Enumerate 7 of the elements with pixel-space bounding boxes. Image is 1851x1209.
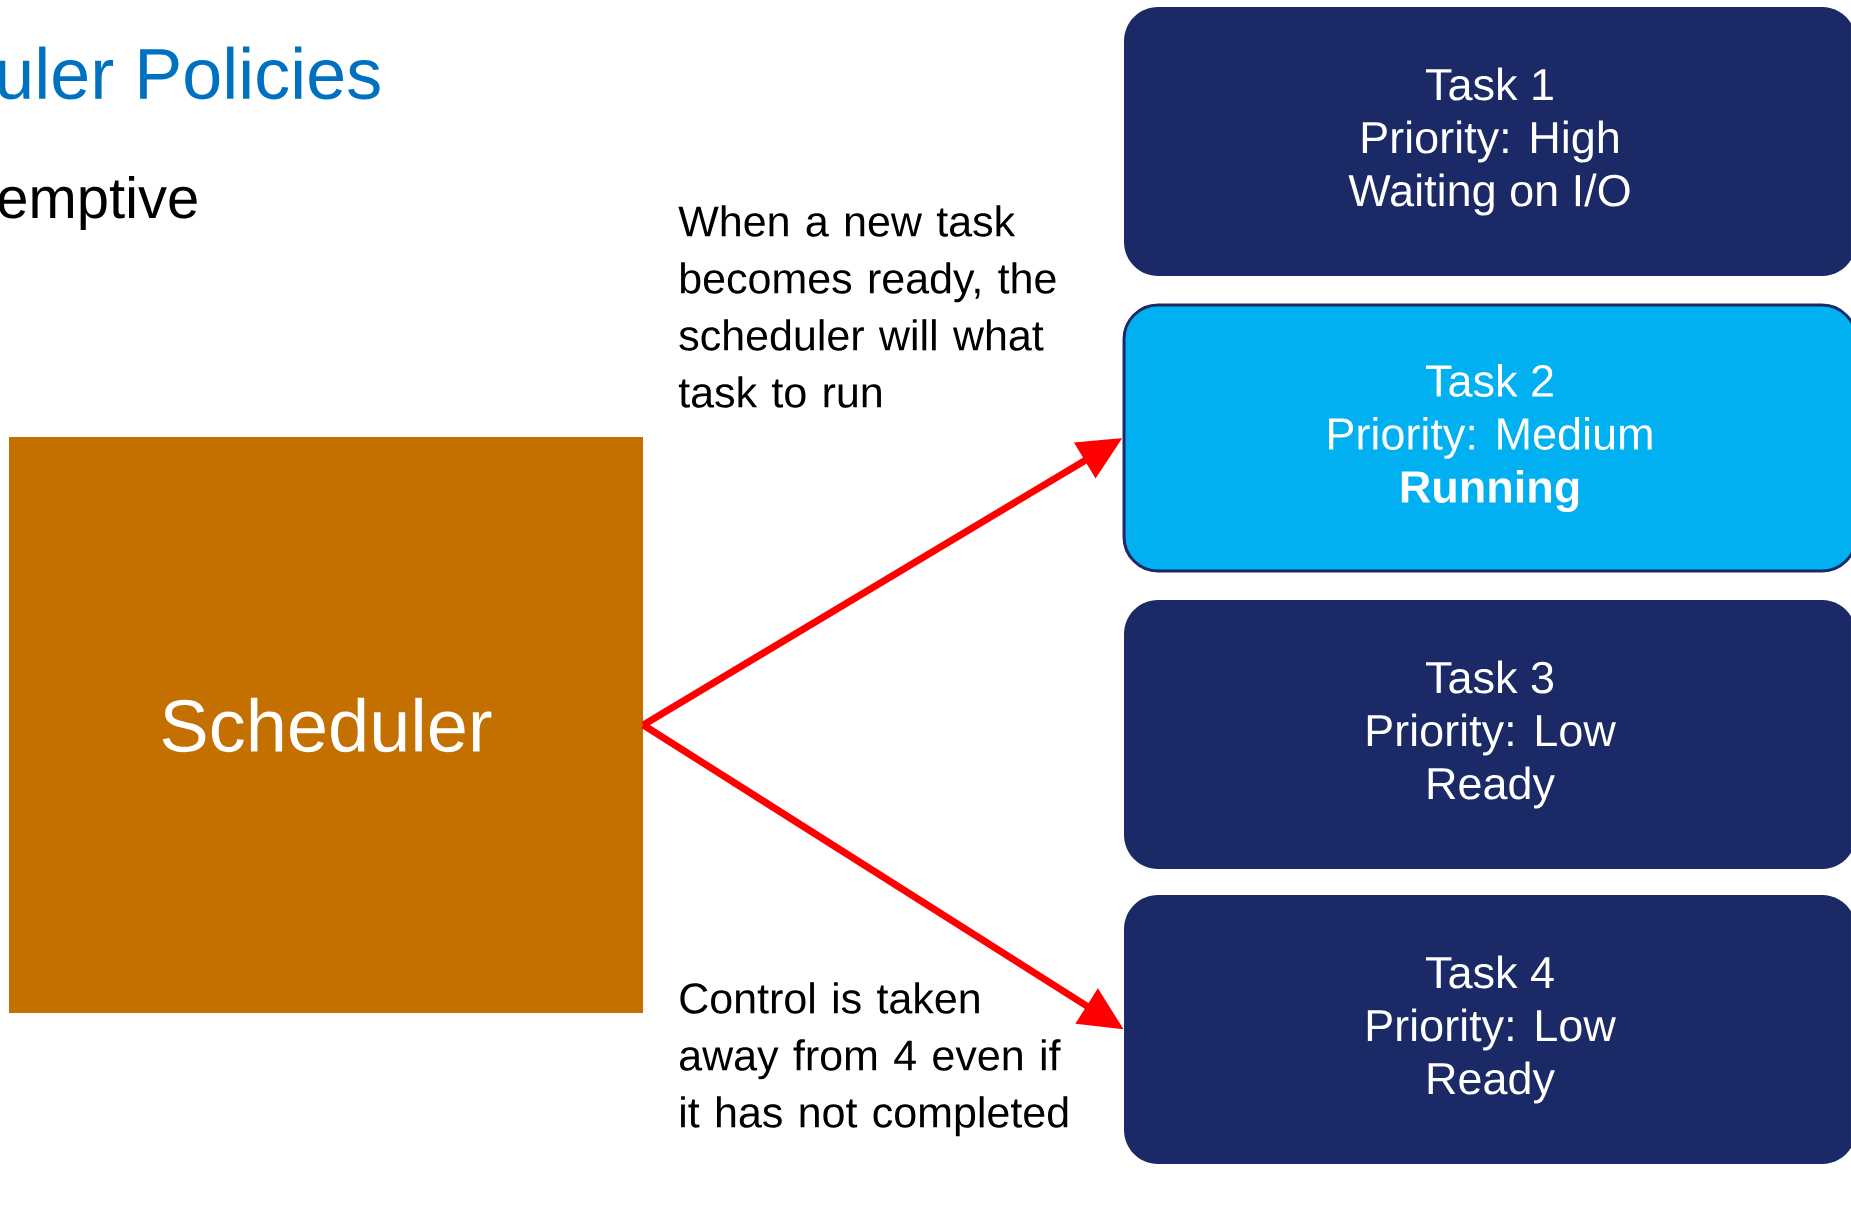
edge-label: Control is taken away from 4 even if it has not completed bbox=[680, 982, 1068, 1137]
task-box: Task 3 Priority: Low Ready bbox=[1124, 600, 1851, 869]
task-box: Task 1 Priority: High Waiting on I/O bbox=[1124, 7, 1851, 276]
edge-label: When a new task becomes ready, the scheduler will what task to run bbox=[678, 205, 1056, 408]
task-box: Task 2 Priority: Medium Running bbox=[1122, 303, 1851, 573]
task-box: Task 4 Priority: Low Ready bbox=[1124, 895, 1851, 1164]
scheduler-box: Scheduler bbox=[9, 437, 643, 1013]
